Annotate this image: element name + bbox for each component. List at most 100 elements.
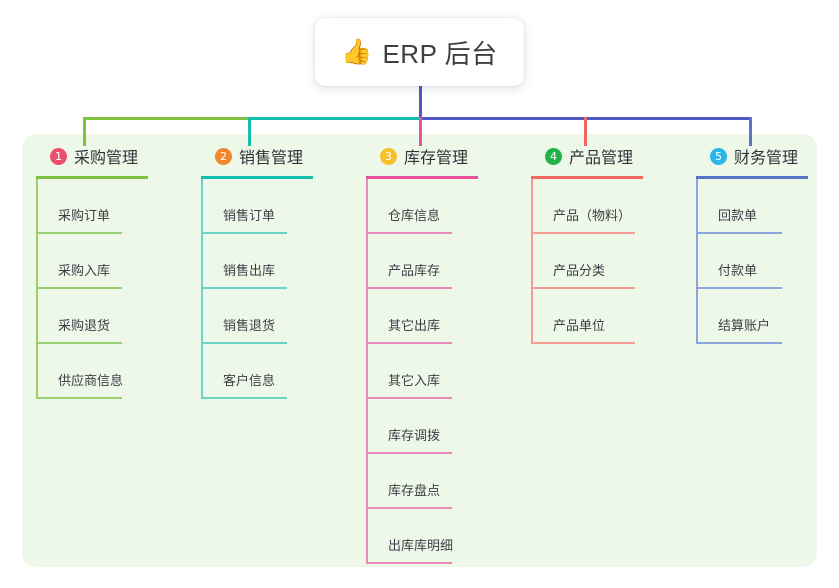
branch-title-4: 产品管理	[569, 150, 634, 167]
drop-line-5	[749, 117, 752, 146]
leaf-rule	[36, 287, 122, 289]
leaf-list-1: 采购订单采购入库采购退货供应商信息	[36, 179, 148, 399]
leaf-label: 销售出库	[223, 263, 276, 278]
leaf-label: 出库库明细	[388, 538, 454, 553]
leaf-rule	[366, 507, 452, 509]
leaf-label: 其它入库	[388, 373, 441, 388]
leaf-label: 采购退货	[58, 318, 111, 333]
leaf-item[interactable]: 采购订单	[36, 179, 148, 234]
leaf-label: 回款单	[718, 208, 758, 223]
leaf-label: 付款单	[718, 263, 758, 278]
leaf-item[interactable]: 其它入库	[366, 344, 478, 399]
branch-badge-4: 4	[545, 147, 562, 165]
thumbs-up-icon: 👍	[341, 37, 373, 66]
leaf-spine	[696, 179, 698, 234]
leaf-label: 供应商信息	[58, 373, 124, 388]
leaf-spine	[696, 234, 698, 289]
branch-title-3: 库存管理	[404, 150, 469, 167]
leaf-label: 库存调拨	[388, 428, 441, 443]
leaf-item[interactable]: 产品（物料）	[531, 179, 643, 234]
leaf-label: 其它出库	[388, 318, 441, 333]
leaf-rule	[201, 287, 287, 289]
leaf-label: 客户信息	[223, 373, 276, 388]
leaf-spine	[201, 289, 203, 344]
leaf-label: 销售退货	[223, 318, 276, 333]
branch-rule-3	[366, 176, 478, 179]
leaf-spine	[36, 234, 38, 289]
leaf-rule	[366, 342, 452, 344]
branch-rule-2	[201, 176, 313, 179]
leaf-item[interactable]: 供应商信息	[36, 344, 148, 399]
leaf-label: 采购订单	[58, 208, 111, 223]
leaf-rule	[36, 342, 122, 344]
leaf-spine	[366, 399, 368, 454]
leaf-spine	[696, 289, 698, 344]
drop-line-2	[248, 117, 251, 146]
branch-rule-1	[36, 176, 148, 179]
leaf-rule	[36, 397, 122, 399]
branch-badge-2: 2	[215, 147, 232, 165]
bus-segment-mid	[248, 117, 422, 120]
leaf-spine	[531, 289, 533, 344]
leaf-list-3: 仓库信息产品库存其它出库其它入库库存调拨库存盘点出库库明细	[366, 179, 478, 564]
leaf-spine	[36, 344, 38, 399]
branch-title-2: 销售管理	[239, 150, 304, 167]
branch-badge-5: 5	[710, 147, 727, 165]
leaf-rule	[696, 287, 782, 289]
leaf-item[interactable]: 客户信息	[201, 344, 313, 399]
leaf-label: 产品单位	[553, 318, 606, 333]
leaf-item[interactable]: 销售退货	[201, 289, 313, 344]
leaf-item[interactable]: 仓库信息	[366, 179, 478, 234]
branch-rule-5	[696, 176, 808, 179]
leaf-rule	[531, 232, 635, 234]
leaf-item[interactable]: 结算账户	[696, 289, 808, 344]
leaf-spine	[366, 234, 368, 289]
leaf-item[interactable]: 采购退货	[36, 289, 148, 344]
leaf-rule	[366, 562, 452, 564]
leaf-rule	[531, 287, 635, 289]
leaf-spine	[366, 289, 368, 344]
leaf-label: 产品（物料）	[553, 208, 632, 223]
leaf-item[interactable]: 产品单位	[531, 289, 643, 344]
leaf-spine	[366, 344, 368, 399]
leaf-label: 产品库存	[388, 263, 441, 278]
branch-header-3[interactable]: 3 库存管理	[366, 145, 478, 167]
leaf-spine	[531, 179, 533, 234]
branch-header-4[interactable]: 4 产品管理	[531, 145, 643, 167]
leaf-item[interactable]: 付款单	[696, 234, 808, 289]
leaf-item[interactable]: 销售订单	[201, 179, 313, 234]
leaf-item[interactable]: 其它出库	[366, 289, 478, 344]
leaf-item[interactable]: 采购入库	[36, 234, 148, 289]
leaf-item[interactable]: 库存调拨	[366, 399, 478, 454]
leaf-rule	[201, 397, 287, 399]
leaf-list-2: 销售订单销售出库销售退货客户信息	[201, 179, 313, 399]
drop-line-3	[419, 117, 422, 146]
leaf-spine	[201, 344, 203, 399]
leaf-item[interactable]: 产品分类	[531, 234, 643, 289]
leaf-spine	[36, 289, 38, 344]
branch-title-1: 采购管理	[74, 150, 139, 167]
branch-header-2[interactable]: 2 销售管理	[201, 145, 313, 167]
leaf-item[interactable]: 回款单	[696, 179, 808, 234]
drop-line-1	[83, 117, 86, 146]
leaf-item[interactable]: 库存盘点	[366, 454, 478, 509]
leaf-rule	[696, 232, 782, 234]
leaf-rule	[201, 232, 287, 234]
leaf-rule	[366, 287, 452, 289]
root-node-card[interactable]: 👍 ERP 后台	[315, 18, 524, 86]
branch-column-4: 4 产品管理产品（物料） 产品分类产品单位	[531, 145, 643, 344]
leaf-item[interactable]: 销售出库	[201, 234, 313, 289]
leaf-label: 产品分类	[553, 263, 606, 278]
leaf-item[interactable]: 产品库存	[366, 234, 478, 289]
leaf-label: 仓库信息	[388, 208, 441, 223]
root-node-content: 👍 ERP 后台	[341, 34, 497, 71]
leaf-spine	[366, 179, 368, 234]
leaf-spine	[366, 509, 368, 564]
leaf-list-5: 回款单付款单结算账户	[696, 179, 808, 344]
page-title: ERP 后台	[382, 38, 498, 69]
leaf-item[interactable]: 出库库明细	[366, 509, 478, 564]
branch-badge-3: 3	[380, 147, 397, 165]
